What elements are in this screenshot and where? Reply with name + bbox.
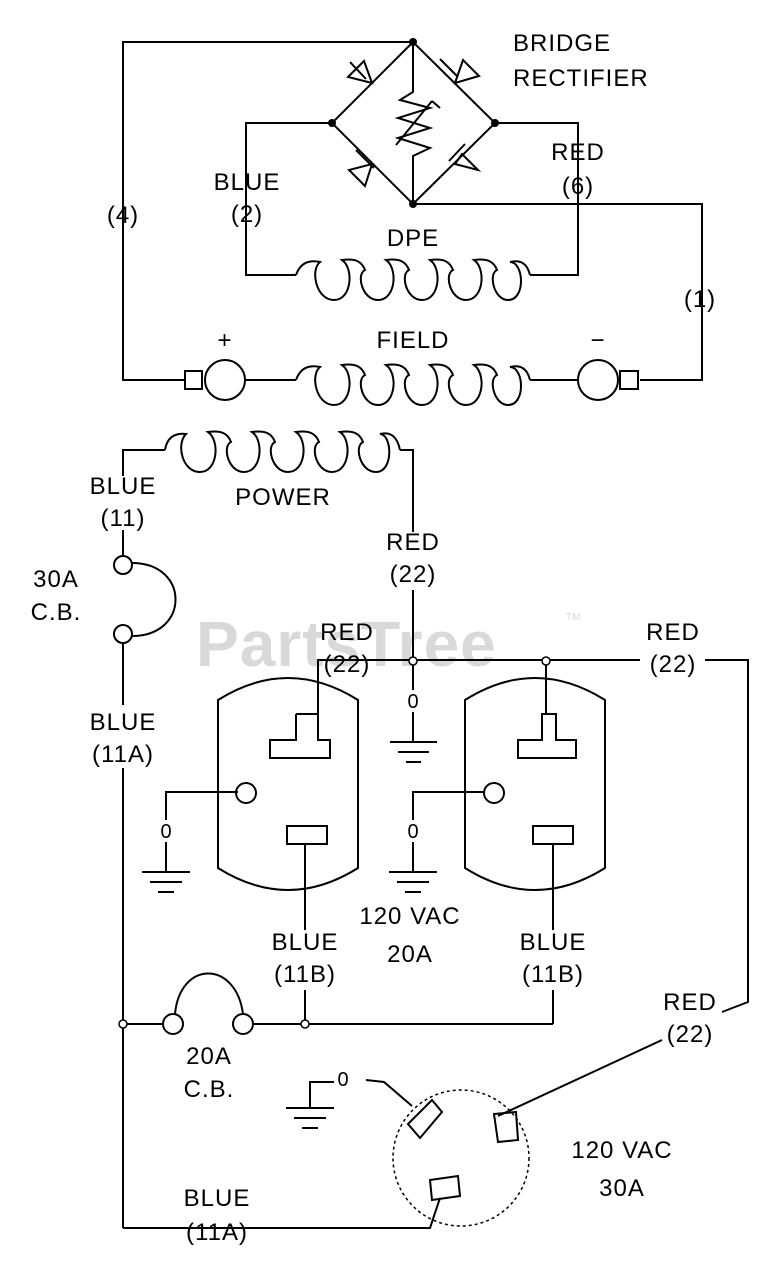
cb20-arc [174,972,244,1015]
dpe-coil [295,258,531,302]
label-blue-11a-left: BLUE (11A) [90,709,157,768]
svg-text:RECTIFIER: RECTIFIER [513,65,649,92]
svg-text:(6): (6) [562,173,594,200]
svg-text:C.B.: C.B. [184,1076,235,1103]
field-plus-terminal [204,359,246,401]
svg-text:BLUE: BLUE [214,169,281,196]
label-dpe: DPE [387,225,439,252]
svg-text:(22): (22) [390,561,437,588]
receptacle-30a [392,1089,530,1227]
svg-text:C.B.: C.B. [31,599,82,626]
svg-text:RED: RED [646,619,700,646]
svg-text:20A: 20A [387,941,433,968]
svg-text:(22): (22) [324,651,371,678]
power-coil [164,430,401,474]
ground-mid [389,791,484,893]
bridge-rectifier [330,40,497,206]
svg-text:120 VAC: 120 VAC [359,903,460,930]
svg-text:(22): (22) [667,1021,714,1048]
svg-text:RED: RED [320,619,374,646]
watermark: PartsTree [196,608,497,680]
receptacle-right [464,665,606,891]
svg-text:BLUE: BLUE [90,473,157,500]
label-120vac-30a: 120 VAC 30A [571,1137,672,1202]
cb20-terminal-left [162,1013,184,1035]
label-ground-left: 0 [160,821,171,843]
label-blue-11b-right: BLUE (11B) [520,929,587,988]
label-blue-11: BLUE (11) [90,473,157,532]
field-minus-terminal-block [619,370,639,390]
ground-center [390,665,437,763]
svg-text:(11B): (11B) [522,961,584,988]
svg-text:BLUE: BLUE [272,929,339,956]
svg-text:30A: 30A [599,1175,645,1202]
watermark-trademark: TM [566,612,580,623]
svg-text:(11A): (11A) [92,741,154,768]
cb20-terminal-right [232,1013,254,1035]
label-ground-mid: 0 [407,821,418,843]
field-coil [295,363,531,407]
label-120vac-20a: 120 VAC 20A [359,903,460,968]
ground-bottom [286,1081,334,1129]
diode-top-right [439,58,481,85]
svg-text:(11): (11) [101,505,146,532]
label-red-22-right: RED (22) [646,619,700,678]
cb30-arc [131,562,177,637]
diode-bottom-right [448,143,482,172]
svg-text:BLUE: BLUE [520,929,587,956]
label-red-22-mid: RED (22) [320,619,374,678]
svg-text:30A: 30A [33,566,79,593]
svg-text:BLUE: BLUE [184,1185,251,1212]
wire-4 [122,41,413,381]
wire-1 [413,203,703,381]
receptacle-left [217,677,359,891]
svg-text:RED: RED [386,529,440,556]
diode-top-left [346,59,374,85]
label-red-6: RED (6) [551,139,605,200]
svg-text:(11A): (11A) [186,1219,248,1246]
svg-text:BRIDGE: BRIDGE [513,30,611,57]
svg-text:(22): (22) [650,651,697,678]
ground-left [142,791,238,893]
wire-red-6 [495,122,579,276]
label-cb-30a: 30A C.B. [31,566,82,626]
svg-text:20A: 20A [186,1043,232,1070]
label-wire-1: (1) [684,286,716,313]
label-field: FIELD [376,327,449,354]
cb30-terminal-bottom [113,624,133,644]
svg-text:BLUE: BLUE [90,709,157,736]
label-ground-bottom: 0 [337,1069,348,1091]
label-bridge-rectifier: BRIDGE RECTIFIER [513,30,649,92]
svg-text:(11B): (11B) [274,961,336,988]
field-minus-terminal [577,359,619,401]
label-cb-20a: 20A C.B. [184,1043,235,1103]
label-red-22-lower: RED (22) [663,989,717,1048]
label-plus: + [217,327,232,354]
svg-text:120 VAC: 120 VAC [571,1137,672,1164]
label-blue-2: BLUE (2) [214,169,281,228]
cb30-terminal-top [113,555,133,575]
label-power: POWER [235,484,331,511]
diode-bottom-left [347,149,375,188]
field-plus-terminal-block [184,370,203,390]
svg-text:RED: RED [551,139,605,166]
svg-text:RED: RED [663,989,717,1016]
label-blue-11a-bottom: BLUE (11A) [184,1185,251,1246]
svg-text:(2): (2) [231,201,263,228]
wire-blue-2 [245,122,332,276]
label-ground-center: 0 [407,691,418,713]
label-minus: − [590,327,605,354]
label-wire-4: (4) [107,202,139,229]
label-blue-11b-left: BLUE (11B) [272,929,339,988]
label-red-22-top: RED (22) [386,529,440,588]
